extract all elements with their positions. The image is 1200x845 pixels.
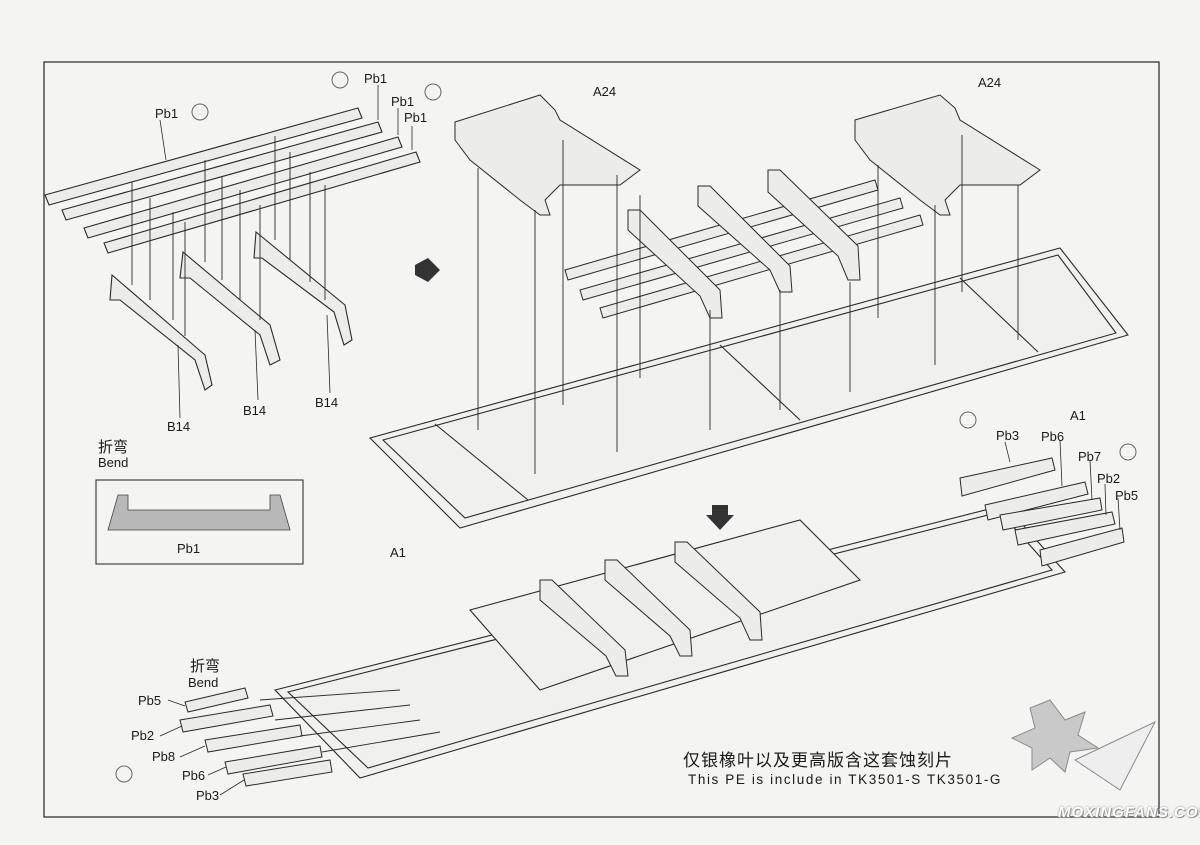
- pliers-icon: [115, 71, 1137, 783]
- a24-brackets: [454, 94, 1041, 216]
- watermark: MOXINGFANS.COM: [1058, 804, 1200, 821]
- a1-chassis-bottom: [273, 504, 1066, 779]
- pb-leaders: [159, 439, 1121, 796]
- step-arrow-down-icon: [706, 505, 734, 530]
- drop-arrows-left: [131, 136, 326, 336]
- bend-note-en: Bend: [98, 455, 129, 470]
- part-label-b14: B14: [243, 403, 267, 418]
- part-label-pb3: Pb3: [196, 788, 220, 803]
- crossmembers-top: [627, 169, 861, 319]
- bend-note-cn: 折弯: [190, 658, 221, 675]
- step-arrow-icon: [415, 258, 440, 282]
- pb1-leaders: [159, 85, 413, 419]
- part-label-pb1: Pb1: [364, 71, 388, 86]
- part-label-a1: A1: [390, 545, 406, 560]
- footer-note-cn: 仅银橡叶以及更高版含这套蚀刻片: [683, 751, 953, 770]
- part-label-a24: A24: [978, 75, 1002, 90]
- pb-strips-right: [959, 457, 1125, 567]
- bend-box-label: Pb1: [177, 541, 201, 556]
- bend-note-en: Bend: [188, 675, 219, 690]
- part-label-pb2: Pb2: [131, 728, 155, 743]
- a1-chassis-top: [368, 247, 1129, 529]
- drop-arrows-right: [477, 135, 1019, 474]
- footer-note-en: This PE is include in TK3501-S TK3501-G: [688, 772, 1003, 787]
- part-label-b14: B14: [167, 419, 191, 434]
- part-label-a24: A24: [593, 84, 617, 99]
- part-label-pb1: Pb1: [404, 110, 428, 125]
- part-label-pb6: Pb6: [182, 768, 206, 783]
- part-label-pb2: Pb2: [1097, 471, 1121, 486]
- pb-strips-left: [179, 687, 333, 787]
- logo-icon: [1010, 699, 1157, 791]
- part-label-pb8: Pb8: [152, 749, 176, 764]
- left-pointer-arrows: [259, 689, 441, 753]
- part-label-pb5: Pb5: [1115, 488, 1139, 503]
- part-label-pb1: Pb1: [155, 106, 179, 121]
- page-frame: [43, 61, 1160, 818]
- part-label-pb5: Pb5: [138, 693, 162, 708]
- crossmembers-bottom: [539, 541, 763, 677]
- part-label-a1: A1: [1070, 408, 1086, 423]
- pb1-strips: [44, 107, 421, 254]
- part-label-b14: B14: [315, 395, 339, 410]
- b14-parts: [109, 230, 353, 391]
- bend-detail-box: [95, 479, 304, 565]
- part-label-pb1: Pb1: [391, 94, 415, 109]
- bend-note-cn: 折弯: [98, 439, 129, 456]
- part-label-pb7: Pb7: [1078, 449, 1102, 464]
- frame-rails-top: [564, 179, 924, 319]
- part-label-pb3: Pb3: [996, 428, 1020, 443]
- part-label-pb6: Pb6: [1041, 429, 1065, 444]
